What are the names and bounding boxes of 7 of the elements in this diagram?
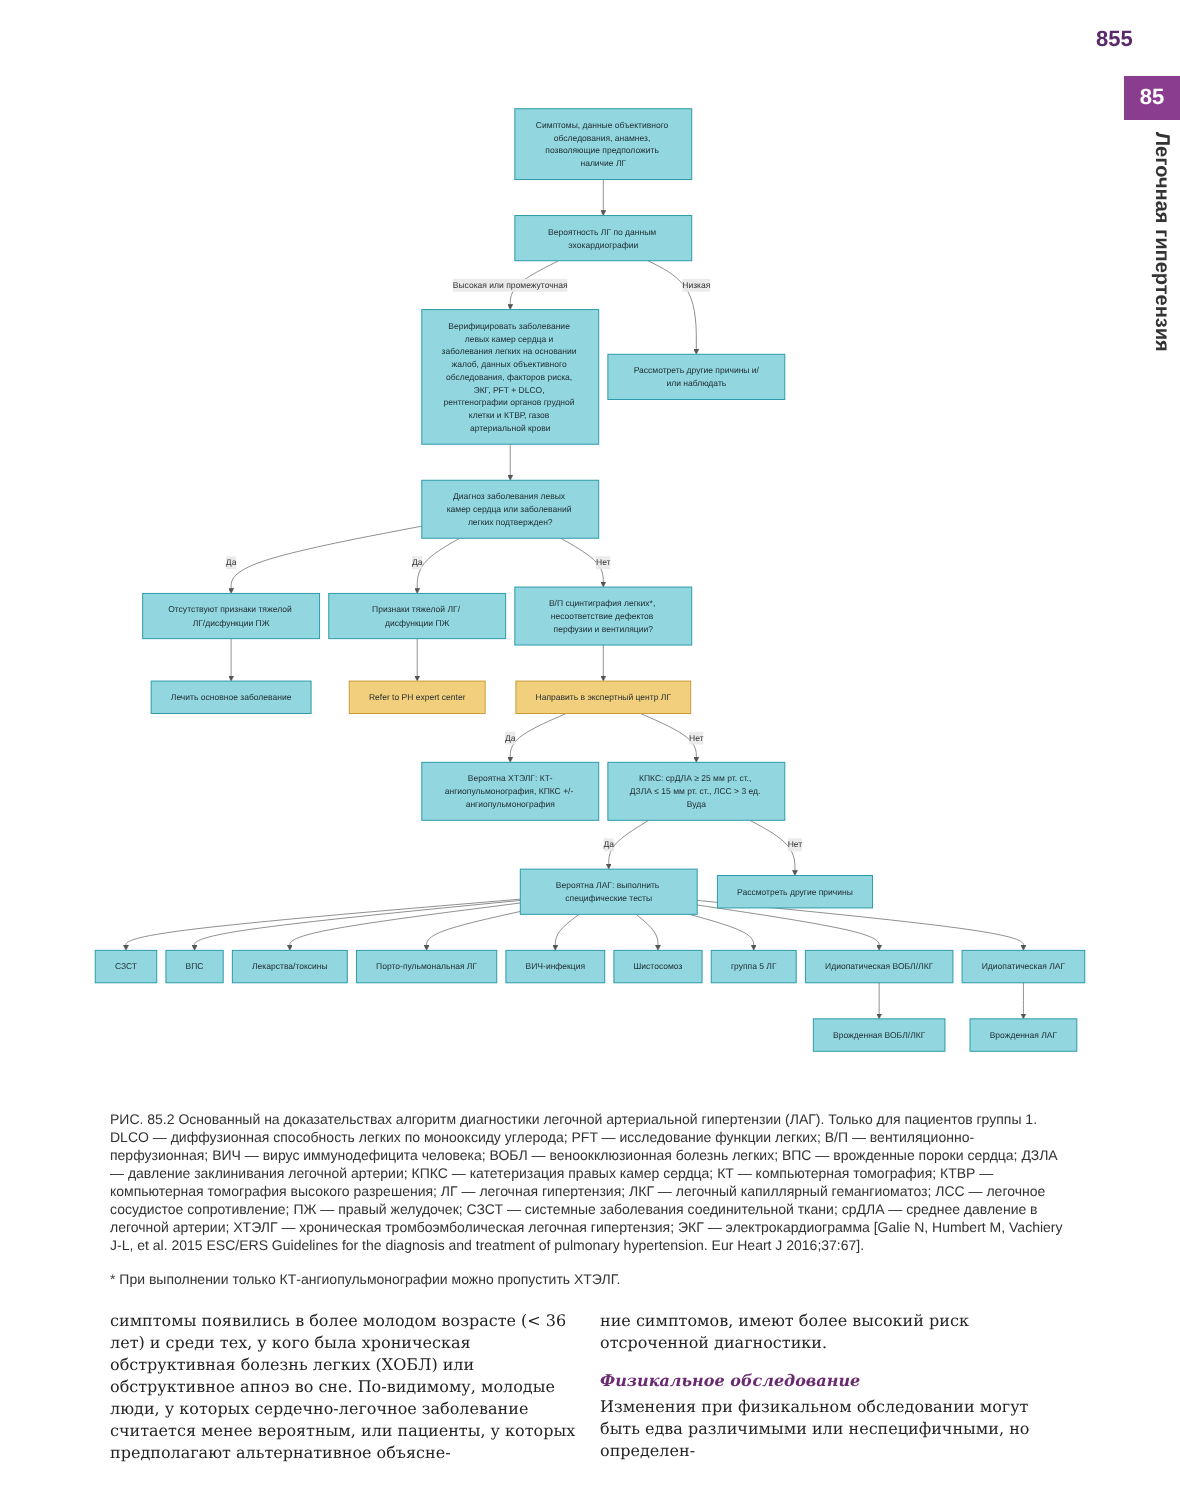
body-paragraph: Изменения при физикальном обследовании могут быть едва различимыми или неспецифичными, но определен- xyxy=(600,1396,1032,1462)
body-paragraph: симптомы появились в более молодом возрасте (< 36 лет) и среди тех, у кого была хроническая обструктивная болезнь легких (ХОБЛ) или обструктивное апноэ во сне. По-видимому, молодые люди, у которых сердечно-легочное заболевание считается менее вероятным, или пациенты, у которых предполагают альтернативное объясне- xyxy=(110,1310,578,1464)
page-number: 855 xyxy=(1096,28,1133,52)
running-head: Легочная гипертензия xyxy=(1150,132,1172,352)
body-paragraph: ние симптомов, имеют более высокий риск отсроченной диагностики. xyxy=(600,1310,971,1354)
section-heading: Физикальное обследование xyxy=(600,1370,861,1390)
chapter-tab: 85 xyxy=(1124,76,1180,120)
